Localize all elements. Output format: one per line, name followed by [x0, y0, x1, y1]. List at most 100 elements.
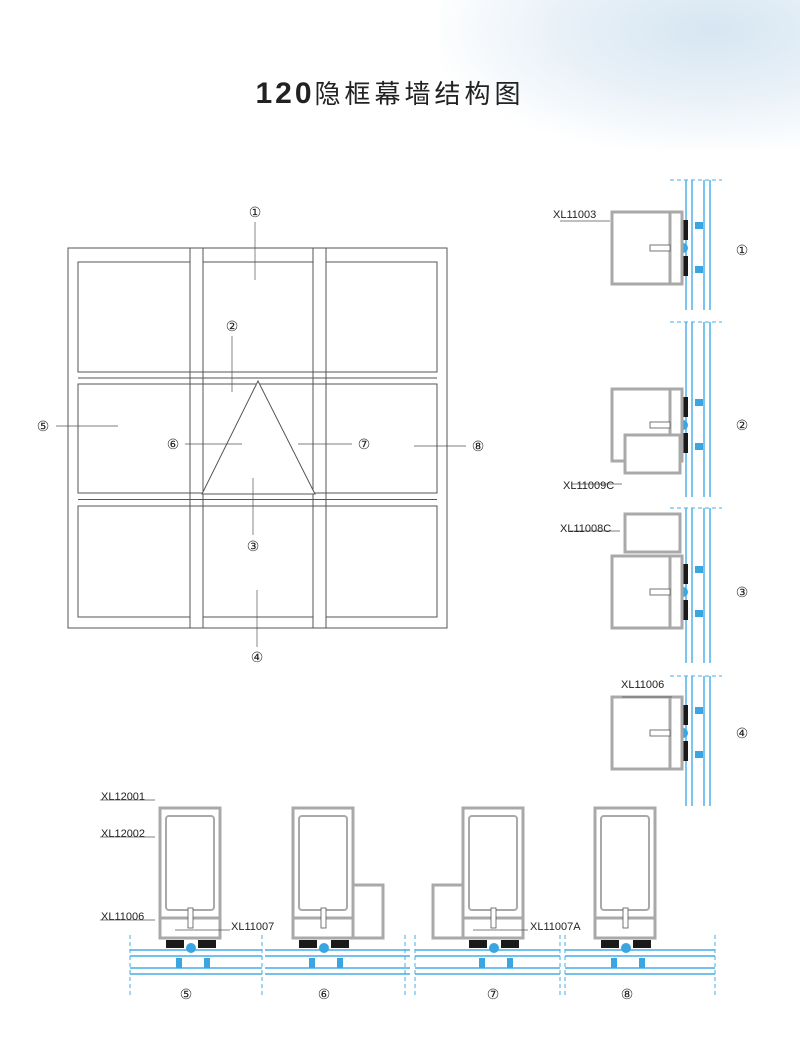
- structural-gasket: [680, 741, 688, 761]
- backer-rod: [621, 943, 631, 953]
- structural-gasket: [299, 940, 317, 948]
- side-detail-2: [610, 321, 722, 497]
- callout-8: ⑧: [472, 438, 485, 454]
- bolt-icon: [649, 421, 671, 429]
- structural-gasket: [680, 705, 688, 725]
- bottom-marker-8: ⑧: [621, 986, 634, 1002]
- glass-panel: [325, 505, 438, 618]
- side-part-2: XL11009C: [563, 480, 614, 492]
- glass-panel: [202, 505, 314, 618]
- bottom-part-xl11006: XL11006: [101, 911, 144, 923]
- structural-gasket: [680, 397, 688, 417]
- glass-panel: [202, 261, 314, 373]
- side-part-3: XL11008C: [560, 523, 611, 535]
- structural-gasket: [633, 940, 651, 948]
- aluminium-profile: [623, 433, 682, 475]
- aluminium-profile: [593, 806, 657, 920]
- bolt-icon: [622, 907, 629, 929]
- side-marker-1: ①: [736, 242, 749, 258]
- structural-gasket: [680, 433, 688, 453]
- spacer: [176, 958, 182, 968]
- structural-gasket: [469, 940, 487, 948]
- title-number: 120: [255, 77, 315, 110]
- aluminium-profile: [668, 554, 684, 630]
- backer-rod: [489, 943, 499, 953]
- aluminium-profile: [461, 806, 525, 920]
- callout-1: ①: [249, 204, 262, 220]
- glass-panel: [77, 505, 191, 618]
- bottom-marker-6: ⑥: [318, 986, 331, 1002]
- spacer: [507, 958, 513, 968]
- glass-panel: [77, 261, 191, 373]
- outer-frame: [67, 247, 448, 629]
- callout-5: ⑤: [37, 418, 50, 434]
- bolt-icon: [320, 907, 327, 929]
- bottom-part-xl12001: XL12001: [101, 791, 145, 803]
- structural-gasket: [680, 564, 688, 584]
- callout-2: ②: [226, 318, 239, 334]
- side-detail-1: [610, 179, 722, 310]
- spacer: [695, 566, 703, 573]
- aluminium-profile: [158, 806, 222, 920]
- aluminium-profile: [291, 806, 355, 920]
- vertical-section-details: [560, 179, 722, 806]
- structural-gasket: [680, 256, 688, 276]
- bottom-marker-5: ⑤: [180, 986, 193, 1002]
- glass-panel: [325, 261, 438, 373]
- callout-7: ⑦: [358, 436, 371, 452]
- callout-6: ⑥: [167, 436, 180, 452]
- aluminium-profile: [668, 695, 684, 771]
- spacer: [695, 222, 703, 229]
- side-marker-2: ②: [736, 417, 749, 433]
- bottom-part-xl11007: XL11007: [231, 921, 274, 933]
- backer-rod: [319, 943, 329, 953]
- bolt-icon: [649, 588, 671, 596]
- aluminium-profile: [610, 210, 672, 286]
- spacer: [309, 958, 315, 968]
- bolt-icon: [490, 907, 497, 929]
- horizontal-section-details: [100, 799, 716, 995]
- side-detail-4: [610, 675, 722, 806]
- structural-gasket: [198, 940, 216, 948]
- callout-4: ④: [251, 649, 264, 665]
- structural-gasket: [680, 220, 688, 240]
- side-detail-3: [610, 507, 722, 663]
- bolt-icon: [649, 729, 671, 737]
- glass-panel: [325, 383, 438, 494]
- spacer: [695, 751, 703, 758]
- bolt-icon: [187, 907, 194, 929]
- structural-gasket: [166, 940, 184, 948]
- spacer: [611, 958, 617, 968]
- title-text: 隐框幕墙结构图: [314, 80, 525, 110]
- bottom-detail-6: [291, 806, 385, 968]
- page-title: 120隐框幕墙结构图: [0, 74, 780, 111]
- spacer: [204, 958, 210, 968]
- bottom-marker-7: ⑦: [487, 986, 500, 1002]
- spacer: [479, 958, 485, 968]
- bottom-detail-5: [158, 806, 222, 968]
- backer-rod: [186, 943, 196, 953]
- bottom-detail-8: [593, 806, 657, 968]
- bottom-part-xl12002: XL12002: [101, 828, 145, 840]
- spacer: [695, 266, 703, 273]
- spacer: [695, 707, 703, 714]
- elevation-view: [56, 222, 466, 647]
- aluminium-profile: [668, 210, 684, 286]
- aluminium-profile: [623, 512, 682, 554]
- side-marker-3: ③: [736, 584, 749, 600]
- side-marker-4: ④: [736, 725, 749, 741]
- structural-gasket: [601, 940, 619, 948]
- triangle-vent: [201, 379, 316, 495]
- structural-gasket: [680, 600, 688, 620]
- bolt-icon: [649, 244, 671, 252]
- aluminium-profile: [351, 883, 385, 940]
- side-part-1: XL11003: [553, 209, 596, 221]
- bottom-detail-7: [431, 806, 525, 968]
- spacer: [639, 958, 645, 968]
- side-part-4: XL11006: [621, 679, 664, 691]
- spacer: [337, 958, 343, 968]
- callout-3: ③: [247, 538, 260, 554]
- spacer: [695, 610, 703, 617]
- spacer: [695, 399, 703, 406]
